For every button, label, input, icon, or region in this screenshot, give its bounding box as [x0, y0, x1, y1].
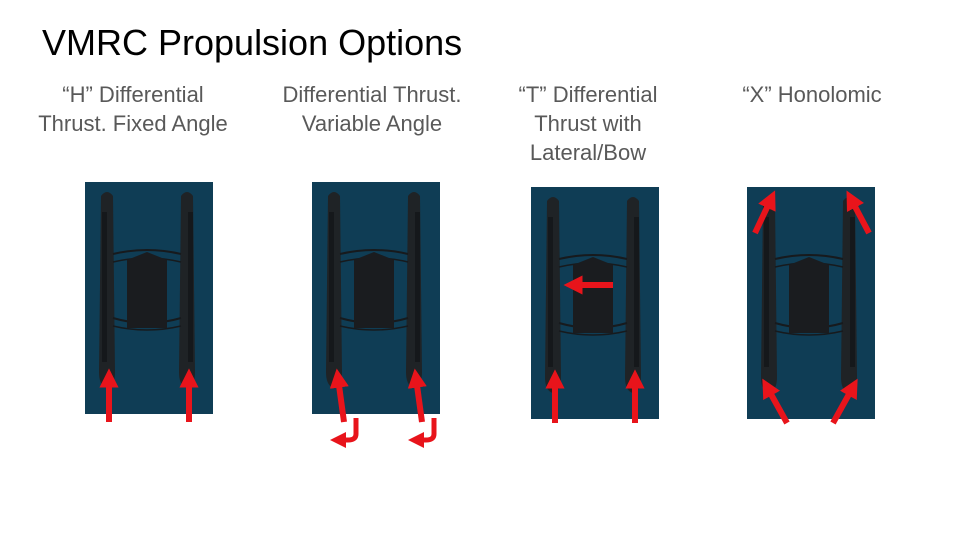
caption-t-config: “T” Differential Thrust with Lateral/Bow: [518, 82, 658, 165]
thrust-arrow-front-left: [752, 190, 776, 235]
slide-title: VMRC Propulsion Options: [42, 22, 463, 63]
caption-variable-angle: Differential Thrust. Variable Angle: [282, 82, 462, 136]
boat-topview-x-config: [747, 187, 875, 425]
thrust-arrow-rear-left: [762, 378, 790, 425]
caption-h-config: “H” Differential Thrust. Fixed Angle: [38, 82, 228, 136]
caption-x-config: “X” Honolomic: [742, 82, 882, 107]
thrust-arrow-rear-right: [830, 378, 858, 425]
rotation-arrow-right: [407, 418, 437, 449]
boat-topview-variable-angle: [312, 182, 440, 449]
boat-topview-t-config: [531, 187, 659, 423]
thrust-arrow-left: [329, 368, 349, 423]
boat-topview-h-config: [85, 182, 213, 422]
rotation-arrow-left: [329, 418, 359, 449]
thrust-arrow-right: [407, 368, 427, 423]
thrust-arrow-front-right: [846, 190, 872, 235]
